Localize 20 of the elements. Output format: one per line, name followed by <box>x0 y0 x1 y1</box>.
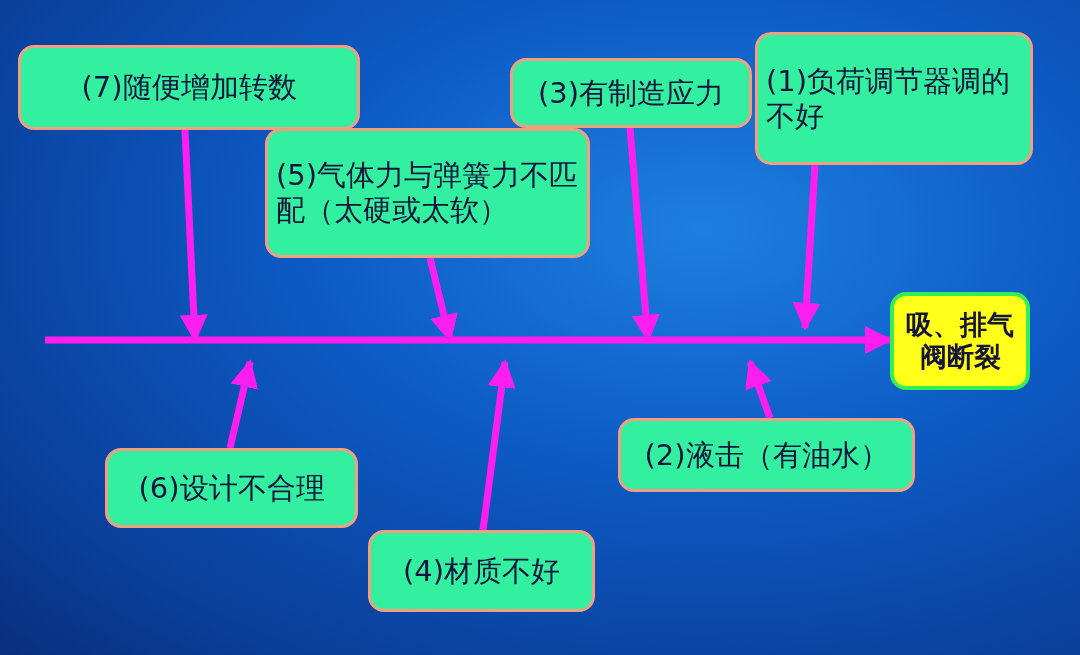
arrow <box>745 359 774 420</box>
cause-box <box>265 128 590 258</box>
cause-label: (3)有制造应力 <box>537 75 725 111</box>
arrow <box>226 359 258 449</box>
effect-label: 吸、排气阀断裂 <box>905 308 1015 374</box>
cause-label: (1)负荷调节器调的不好 <box>766 63 1012 134</box>
cause-label: (6)设计不合理 <box>138 470 325 506</box>
cause-label: (7)随便增加转数 <box>81 70 297 105</box>
cause-box <box>368 530 595 612</box>
effect-box <box>890 292 1030 390</box>
cause-box <box>18 45 360 130</box>
cause-box <box>510 58 752 128</box>
cause-label: (5)气体力与弹簧力不匹配（太硬或太软） <box>276 158 579 228</box>
cause-label: (4)材质不好 <box>402 553 561 589</box>
arrow <box>479 359 516 531</box>
cause-label: (2)液击（有油水） <box>644 437 889 473</box>
arrow <box>792 164 821 331</box>
cause-box <box>105 448 358 528</box>
cause-box <box>618 418 915 492</box>
cause-box <box>755 32 1033 165</box>
